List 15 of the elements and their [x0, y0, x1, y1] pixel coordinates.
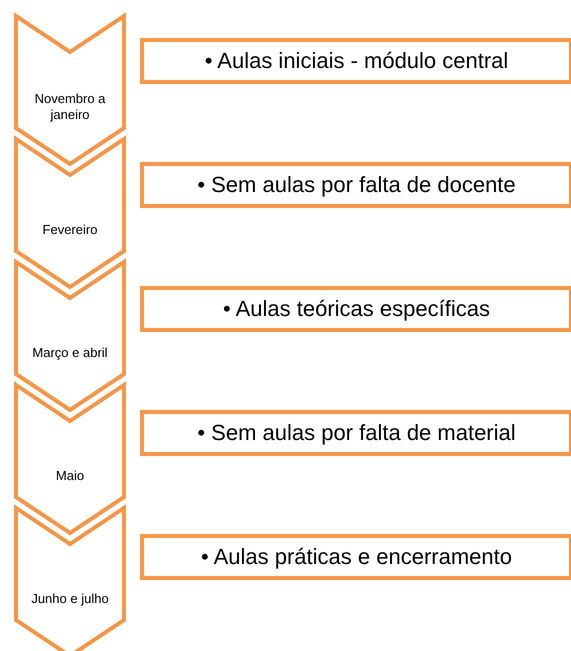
bullet-item: • Aulas teóricas específicas	[223, 296, 490, 322]
period-label: Junho e julho	[31, 591, 109, 607]
period-label: Maio	[56, 468, 84, 484]
bullet-item: • Sem aulas por falta de material	[197, 420, 516, 446]
bullet-item: • Sem aulas por falta de docente	[197, 172, 516, 198]
activity-box	[140, 38, 571, 84]
activity-box	[140, 410, 571, 456]
period-label: Março e abril	[32, 345, 108, 361]
period-label: Fevereiro	[42, 222, 98, 238]
activity-box	[140, 162, 571, 208]
activity-box	[140, 534, 571, 580]
activity-box	[140, 286, 571, 332]
period-label: Novembro a janeiro	[34, 91, 106, 123]
bullet-item: • Aulas práticas e encerramento	[201, 544, 512, 570]
bullet-item: • Aulas iniciais - módulo central	[204, 48, 508, 74]
